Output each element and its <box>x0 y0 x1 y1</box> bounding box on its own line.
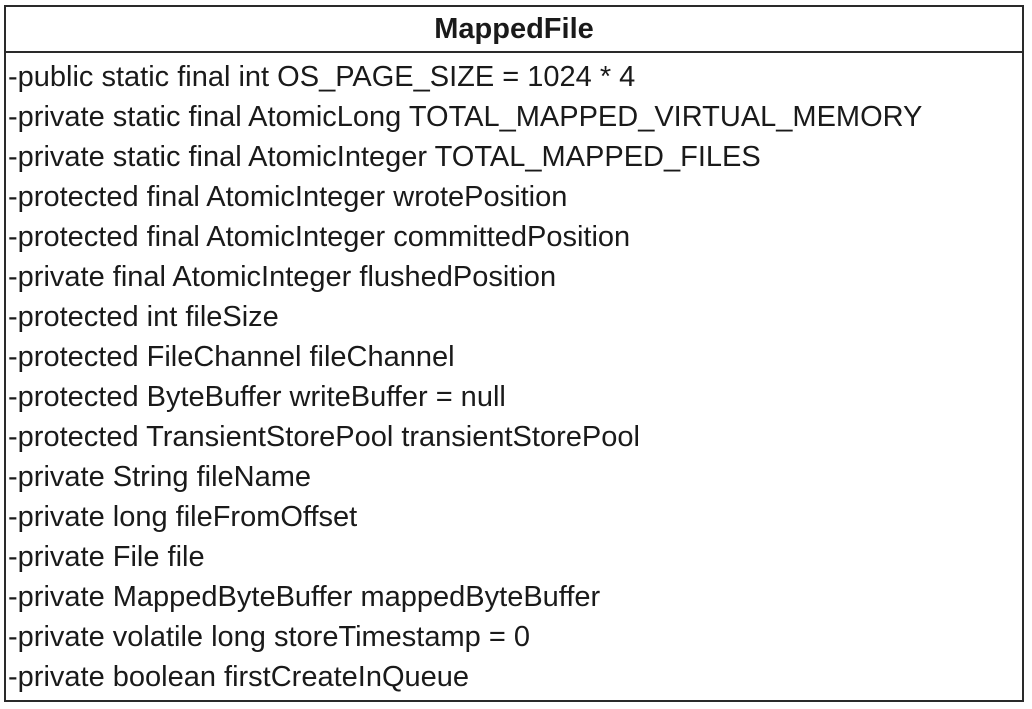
attribute-row: -private static final AtomicLong TOTAL_M… <box>8 101 923 133</box>
class-name: MappedFile <box>434 12 594 45</box>
attribute-row: -private File file <box>8 541 205 573</box>
attribute-row: -private volatile long storeTimestamp = … <box>8 621 530 653</box>
attribute-row: -protected TransientStorePool transientS… <box>8 421 640 453</box>
attribute-row: -private MappedByteBuffer mappedByteBuff… <box>8 581 601 613</box>
attribute-row: -private final AtomicInteger flushedPosi… <box>8 261 557 293</box>
class-header: MappedFile <box>6 7 1022 53</box>
attribute-row: -protected ByteBuffer writeBuffer = null <box>8 381 506 413</box>
attribute-row: -private boolean firstCreateInQueue <box>8 661 470 693</box>
attribute-row: -public static final int OS_PAGE_SIZE = … <box>8 61 636 93</box>
attribute-list: -public static final int OS_PAGE_SIZE = … <box>6 53 1022 697</box>
attribute-row: -private static final AtomicInteger TOTA… <box>8 141 761 173</box>
attribute-row: -protected int fileSize <box>8 301 279 333</box>
attribute-row: -private String fileName <box>8 461 311 493</box>
attribute-row: -protected final AtomicInteger wrotePosi… <box>8 181 568 213</box>
attribute-row: -protected final AtomicInteger committed… <box>8 221 631 253</box>
attribute-row: -protected FileChannel fileChannel <box>8 341 455 373</box>
attribute-row: -private long fileFromOffset <box>8 501 358 533</box>
uml-class-box: MappedFile -public static final int OS_P… <box>4 5 1024 702</box>
